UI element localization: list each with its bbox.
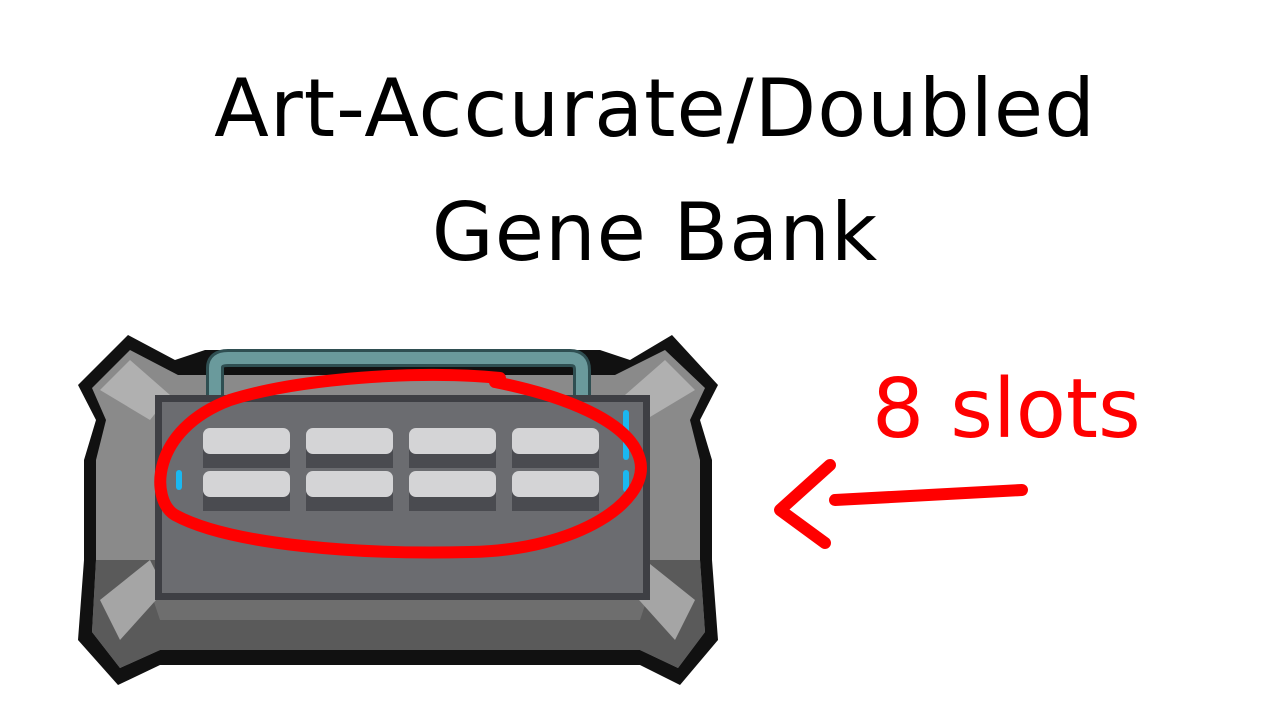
gene-slot-grid xyxy=(203,428,599,511)
gene-slot xyxy=(512,471,599,497)
title-line-1: Art-Accurate/Doubled xyxy=(214,62,1096,155)
gene-slot xyxy=(409,428,496,454)
slots-annotation-label: 8 slots xyxy=(872,362,1141,457)
title-line-2: Gene Bank xyxy=(431,186,879,279)
gene-slot xyxy=(409,471,496,497)
red-circle-annotation xyxy=(154,368,647,559)
red-arrow-annotation xyxy=(774,459,1028,549)
gene-slot xyxy=(512,428,599,454)
gene-slot xyxy=(203,428,290,454)
gene-slot xyxy=(306,471,393,497)
gene-slot xyxy=(203,471,290,497)
gene-slot xyxy=(306,428,393,454)
